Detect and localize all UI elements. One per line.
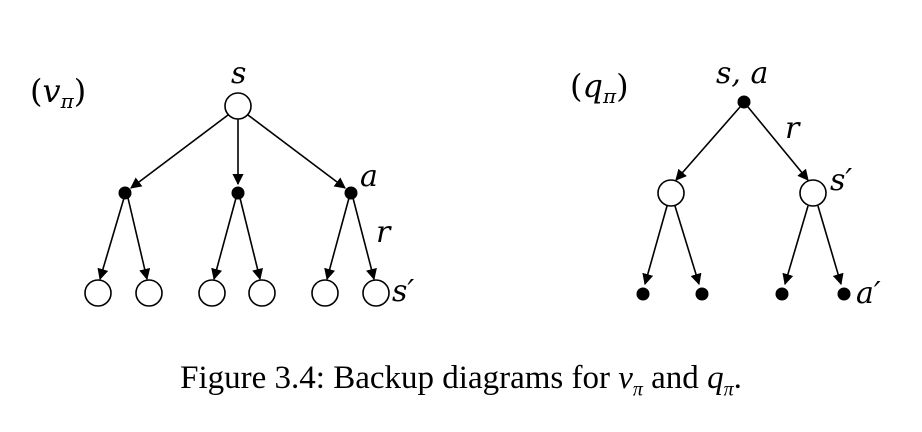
caption-q: q <box>707 360 724 396</box>
q-next-state-label: s′ <box>830 163 852 198</box>
q-edge-s2-a3 <box>782 205 809 286</box>
v-edge-a2-s3 <box>211 197 237 281</box>
caption-text: Backup diagrams for <box>333 360 610 396</box>
figure-caption: Figure 3.4: Backup diagrams for vπ and q… <box>0 360 922 402</box>
v-next-state-node-5 <box>311 279 339 307</box>
q-pi-tag: (qπ) <box>570 67 629 108</box>
q-edge-s1-a1 <box>642 205 668 286</box>
v-reward-label: r <box>376 215 392 250</box>
caption-v-sub: π <box>632 378 643 401</box>
q-pi-tag-sub: π <box>602 84 617 108</box>
q-edge-root-s2 <box>747 106 809 181</box>
v-next-state-node-1 <box>84 279 112 307</box>
v-pi-diagram: (vπ) s a r s′ <box>30 56 414 309</box>
q-pi-root-label: s, a <box>716 56 768 91</box>
q-state-node-1 <box>657 179 685 207</box>
v-edge-root-a3 <box>247 114 346 189</box>
q-reward-label: r <box>785 111 801 146</box>
v-next-state-node-2 <box>135 279 163 307</box>
v-edge-a3-s5 <box>324 197 350 281</box>
caption-end: . <box>733 360 742 396</box>
v-root-state-node <box>224 92 252 120</box>
v-next-state-node-4 <box>248 279 276 307</box>
caption-prefix: Figure 3.4: <box>180 360 325 396</box>
v-edge-root-a1 <box>130 114 229 189</box>
v-action-node-2 <box>231 186 245 200</box>
caption-and: and <box>651 360 699 396</box>
v-action-label: a <box>360 159 378 194</box>
v-action-node-3 <box>344 186 358 200</box>
v-action-node-1 <box>118 186 132 200</box>
v-next-state-label: s′ <box>392 274 414 309</box>
q-pi-diagram: (qπ) s, a r s′ a′ <box>570 56 881 311</box>
v-edge-a1-s1 <box>97 197 125 281</box>
q-next-action-node-2 <box>695 287 709 301</box>
caption-v: v <box>618 360 633 396</box>
v-edge-a3-s6 <box>352 197 377 281</box>
v-edge-a1-s2 <box>127 197 151 281</box>
q-edge-s1-a2 <box>674 205 702 286</box>
q-state-node-2 <box>799 179 827 207</box>
q-next-action-node-1 <box>636 287 650 301</box>
q-next-action-node-3 <box>775 287 789 301</box>
caption-q-sub: π <box>723 378 734 401</box>
q-edge-root-s1 <box>675 106 741 181</box>
q-edge-s2-a4 <box>817 205 844 286</box>
v-next-state-node-3 <box>198 279 226 307</box>
v-edge-a2-s4 <box>239 197 264 281</box>
v-pi-tag-sub: π <box>60 89 75 113</box>
q-root-action-node <box>737 95 751 109</box>
v-next-state-node-6 <box>362 279 390 307</box>
q-next-action-node-4 <box>837 287 851 301</box>
v-pi-tag: (vπ) <box>30 72 86 113</box>
q-next-action-label: a′ <box>856 276 881 311</box>
v-pi-root-label: s <box>231 56 246 91</box>
